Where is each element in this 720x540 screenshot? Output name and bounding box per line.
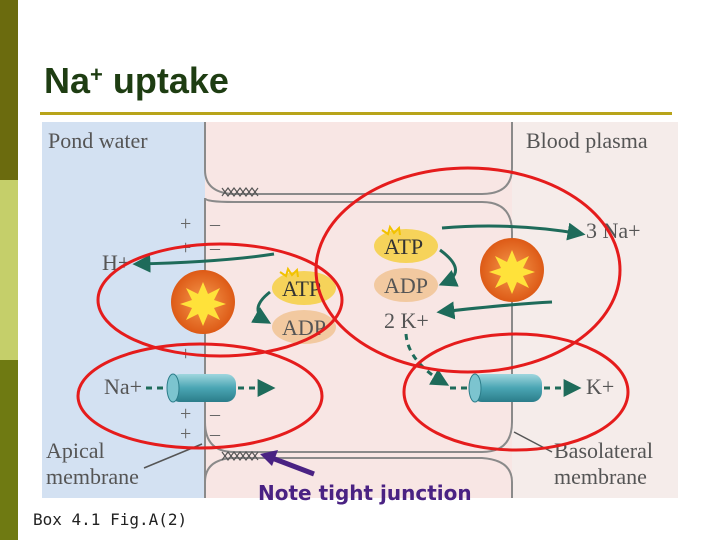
apical-membrane-label-1: Apical <box>46 438 105 463</box>
atp-adp-left-arrow <box>251 290 272 324</box>
svg-text:+: + <box>180 213 191 235</box>
slide-title: Na+ uptake <box>44 60 229 101</box>
k-right-label: K+ <box>586 374 614 399</box>
svg-text:+: + <box>180 403 191 425</box>
pond-water-label: Pond water <box>48 128 148 153</box>
atp-left-spark <box>279 266 299 278</box>
sidebar-block-bottom <box>0 360 18 540</box>
blood-plasma-label: Blood plasma <box>526 128 648 153</box>
highlight-na-channel <box>76 342 324 450</box>
tight-junction-pointer <box>271 455 315 477</box>
adp-right-badge <box>374 268 438 302</box>
title-underline <box>40 112 672 115</box>
svg-text:–: – <box>209 237 221 259</box>
adp-left-badge <box>272 310 336 344</box>
atp-right-label: ATP <box>384 234 423 259</box>
middle-cell-outline <box>204 197 513 498</box>
blood-plasma-region <box>512 122 678 498</box>
svg-text:–: – <box>209 403 221 425</box>
na-channel-left-end <box>166 373 180 403</box>
two-k-label: 2 K+ <box>384 308 429 333</box>
lower-cell-outline <box>204 457 513 498</box>
two-k-arrow <box>436 300 553 320</box>
svg-text:–: – <box>209 343 221 365</box>
na-channel-left <box>170 374 236 402</box>
k-channel-right-end <box>468 373 482 403</box>
proton-pump-star <box>180 282 226 326</box>
h-ion-arrow <box>132 252 275 273</box>
svg-text:–: – <box>209 213 221 235</box>
k-channel-right <box>472 374 542 402</box>
highlight-na-k-pump <box>314 166 622 374</box>
atp-adp-right-arrow <box>438 248 459 287</box>
tight-junction-bottom <box>221 451 259 461</box>
svg-text:+: + <box>180 237 191 259</box>
na-left-label: Na+ <box>104 374 142 399</box>
svg-text:–: – <box>209 423 221 445</box>
apical-membrane-label-2: membrane <box>46 464 139 489</box>
highlight-k-channel <box>402 332 630 452</box>
atp-right-badge <box>374 229 438 263</box>
tight-junction-note: Note tight junction <box>258 481 472 505</box>
tight-junction-top <box>221 187 259 197</box>
figure-caption: Box 4.1 Fig.A(2) <box>33 510 188 529</box>
upper-cell-outline <box>204 122 513 195</box>
adp-left-label: ADP <box>282 315 326 340</box>
sidebar-block-middle <box>0 180 18 360</box>
adp-right-label: ADP <box>384 273 428 298</box>
k-recycle-path <box>404 333 450 386</box>
na-k-pump-star <box>489 250 535 294</box>
highlight-proton-pump <box>96 242 344 358</box>
tight-junction-pointer-head <box>260 450 278 466</box>
svg-text:+: + <box>180 423 191 445</box>
atp-left-label: ATP <box>282 276 321 301</box>
na-uptake-diagram: Pond water Blood plasma +– +– +– +– +– A… <box>42 122 678 498</box>
sidebar-accent <box>0 0 18 540</box>
sidebar-block-top <box>0 0 18 180</box>
basolateral-membrane-label-1: Basolateral <box>554 438 653 463</box>
basolateral-membrane-label-2: membrane <box>554 464 647 489</box>
atp-right-spark <box>381 224 401 236</box>
three-na-arrow <box>441 222 586 241</box>
